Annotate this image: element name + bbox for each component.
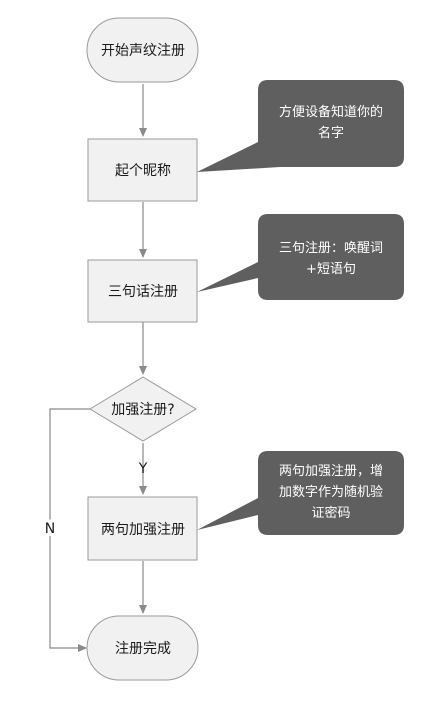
decision-node-label: 加强注册?	[111, 402, 174, 418]
edge-label-no: N	[45, 521, 55, 537]
three-sentence-node-label: 三句话注册	[108, 284, 178, 300]
callout-three-sentence-line-2: +短语句	[306, 262, 356, 277]
callout-three-sentence: 三句注册：唤醒词 +短语句	[197, 214, 404, 300]
end-node	[86, 615, 199, 681]
decision-node	[89, 376, 197, 442]
callout-nickname: 方便设备知道你的 名字	[197, 80, 404, 172]
callout-three-sentence-line-1: 三句注册：唤醒词	[279, 241, 383, 256]
nickname-node	[87, 138, 198, 202]
enhanced-node-label: 两句加强注册	[101, 522, 185, 538]
callout-nickname-shape	[197, 80, 404, 172]
edge-label-yes: Y	[138, 461, 148, 477]
callout-nickname-line-1: 方便设备知道你的	[279, 104, 383, 120]
callout-enhanced-line-1: 两句加强注册，增	[279, 464, 383, 479]
callout-three-sentence-shape	[197, 214, 404, 300]
three-sentence-node	[87, 259, 198, 323]
callout-enhanced: 两句加强注册，增 加数字作为随机验 证密码	[197, 451, 404, 535]
enhanced-node	[87, 496, 198, 561]
callout-enhanced-shape	[197, 451, 404, 535]
callout-enhanced-line-2: 加数字作为随机验	[279, 484, 383, 500]
start-node	[86, 17, 199, 83]
edges	[49, 84, 147, 652]
start-node-label: 开始声纹注册	[101, 43, 185, 59]
nickname-node-label: 起个昵称	[115, 163, 171, 179]
callout-nickname-line-2: 名字	[318, 125, 344, 141]
edge-decision-no-to-end	[49, 408, 96, 652]
callout-enhanced-line-3: 证密码	[311, 505, 350, 521]
end-node-label: 注册完成	[115, 641, 171, 657]
